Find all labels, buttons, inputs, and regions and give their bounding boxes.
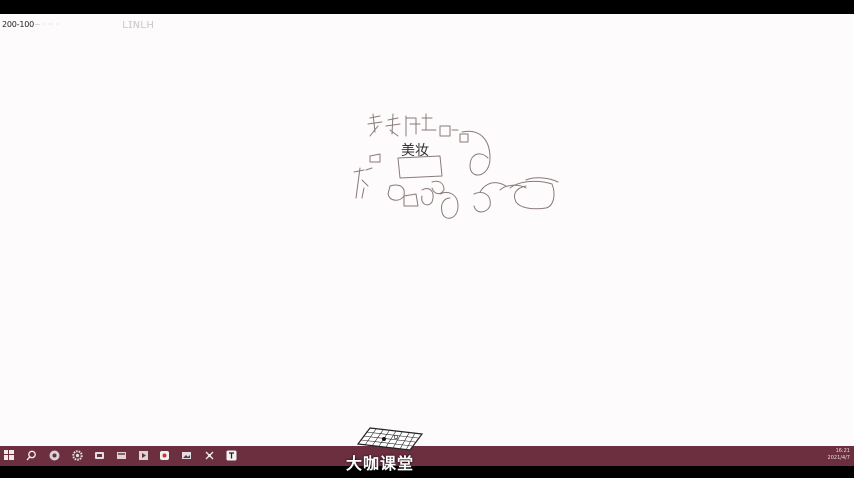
search-icon[interactable] [25, 449, 37, 461]
folder-icon[interactable] [115, 449, 127, 461]
top-letterbox [0, 0, 854, 14]
browser-icon[interactable] [93, 449, 105, 461]
taskbar: 16:21 2021/4/7 [0, 446, 854, 466]
faint-handwriting: ʟɪɴʟʜ [122, 17, 155, 31]
media-icon[interactable] [137, 449, 149, 461]
center-word: 美妆 [401, 143, 429, 159]
app-icon[interactable] [158, 449, 170, 461]
tool-icon[interactable] [203, 449, 215, 461]
notes-app-icon[interactable] [225, 449, 237, 461]
faint-handwriting: ~ · ·· · [34, 20, 59, 29]
whiteboard-canvas[interactable]: 200-100 ~ · ·· · ʟɪɴʟʜ [0, 14, 854, 446]
settings-gear-icon[interactable] [71, 449, 83, 461]
chrome-icon[interactable] [48, 449, 60, 461]
system-clock[interactable]: 16:21 2021/4/7 [828, 448, 850, 462]
watermark-text: 大咖课堂 [346, 454, 415, 473]
image-icon[interactable] [180, 449, 192, 461]
windows-start-icon[interactable] [3, 449, 15, 461]
clock-date: 2021/4/7 [827, 455, 850, 461]
corner-label: 200-100 [2, 20, 35, 29]
handwritten-mindmap [353, 113, 559, 219]
clock-time: 16:21 [835, 448, 850, 454]
chessboard-logo-icon [356, 427, 424, 451]
bottom-letterbox [0, 466, 854, 478]
